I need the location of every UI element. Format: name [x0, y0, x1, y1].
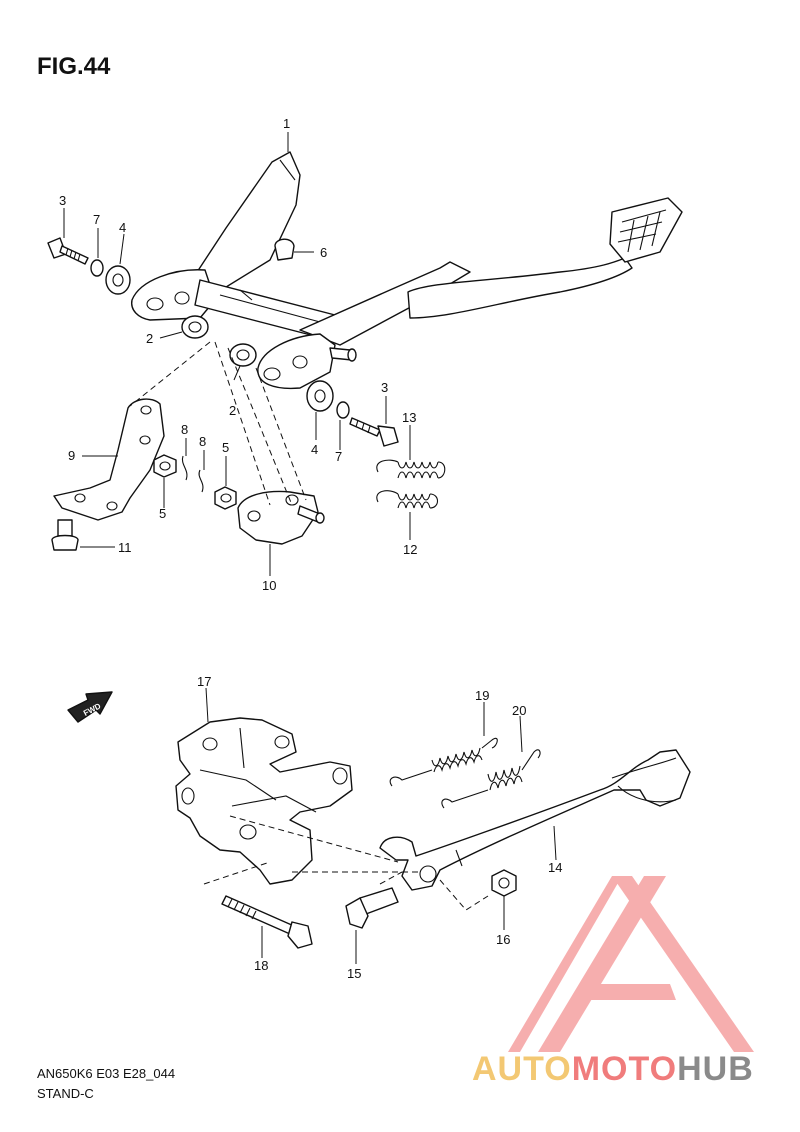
automotohub-watermark: AUTOMOTOHUB	[472, 876, 754, 1088]
lock-washer-left	[90, 259, 104, 277]
clip-pin-1	[181, 455, 188, 481]
callout-7a: 7	[93, 212, 100, 227]
callout-18: 18	[254, 958, 268, 973]
figure-title: FIG.44	[37, 53, 111, 80]
fwd-arrow-icon: FWD	[67, 691, 113, 723]
pivot-nut	[491, 869, 517, 897]
center-stand-pedal-pad	[609, 197, 683, 263]
bushing-left	[181, 315, 209, 339]
callout-2b: 2	[229, 403, 236, 418]
side-stand-bracket	[175, 717, 353, 885]
center-stand-pedal-lever	[407, 257, 633, 319]
callout-7b: 7	[335, 449, 342, 464]
return-spring-outer	[376, 459, 446, 479]
nut-left	[153, 454, 177, 478]
center-stand-right-plate	[257, 333, 336, 390]
mounting-long-bolt	[221, 895, 313, 949]
pivot-bolt	[345, 887, 399, 929]
bolt-left	[47, 237, 89, 265]
side-stand-assembly: FWD	[67, 674, 691, 981]
section-name: STAND-C	[37, 1086, 94, 1101]
callout-19: 19	[475, 688, 489, 703]
watermark-moto: MOTO	[572, 1050, 677, 1088]
callout-15: 15	[347, 966, 361, 981]
callout-16: 16	[496, 932, 510, 947]
callout-6: 6	[320, 245, 327, 260]
watermark-triangle-logo	[508, 876, 754, 1052]
center-stand-left-arm	[179, 151, 301, 301]
model-code: AN650K6 E03 E28_044	[37, 1066, 175, 1081]
callout-9: 9	[68, 448, 75, 463]
stopper-rubber	[274, 238, 295, 261]
callout-12: 12	[403, 542, 417, 557]
callout-2a: 2	[146, 331, 153, 346]
clip-pin-2	[198, 469, 204, 493]
center-stand-right-arm	[299, 261, 471, 346]
callout-1: 1	[283, 116, 290, 131]
center-stand-assembly: 1 3 7 4 6 2 2 3 13 4 7 8 8 9 5 5 11 12 1…	[47, 116, 683, 593]
callout-8b: 8	[199, 434, 206, 449]
side-stand-spring-outer	[389, 737, 498, 787]
callout-3b: 3	[381, 380, 388, 395]
washer-left	[105, 265, 131, 295]
side-stand-spring-inner	[441, 749, 541, 809]
callout-4b: 4	[311, 442, 318, 457]
callout-5a: 5	[159, 506, 166, 521]
callout-11: 11	[118, 540, 132, 555]
callout-17: 17	[197, 674, 211, 689]
return-spring-inner	[376, 490, 439, 509]
callout-3a: 3	[59, 193, 66, 208]
lock-washer-right	[336, 401, 350, 419]
callout-13: 13	[402, 410, 416, 425]
svg-text:AUTOMOTOHUB: AUTOMOTOHUB	[472, 1050, 754, 1088]
bolt-right	[349, 417, 399, 447]
callout-8a: 8	[181, 422, 188, 437]
bushing-right	[229, 343, 257, 367]
callout-14: 14	[548, 860, 562, 875]
washer-right	[306, 380, 334, 412]
side-stand-leg	[379, 749, 691, 891]
callout-20: 20	[512, 703, 526, 718]
nut-right	[214, 486, 237, 510]
callout-5b: 5	[222, 440, 229, 455]
bolt-bracket	[51, 519, 79, 551]
stand-bracket-right	[237, 490, 319, 545]
watermark-auto: AUTO	[472, 1050, 572, 1088]
callout-4a: 4	[119, 220, 126, 235]
watermark-hub: HUB	[677, 1050, 754, 1088]
callout-10: 10	[262, 578, 276, 593]
